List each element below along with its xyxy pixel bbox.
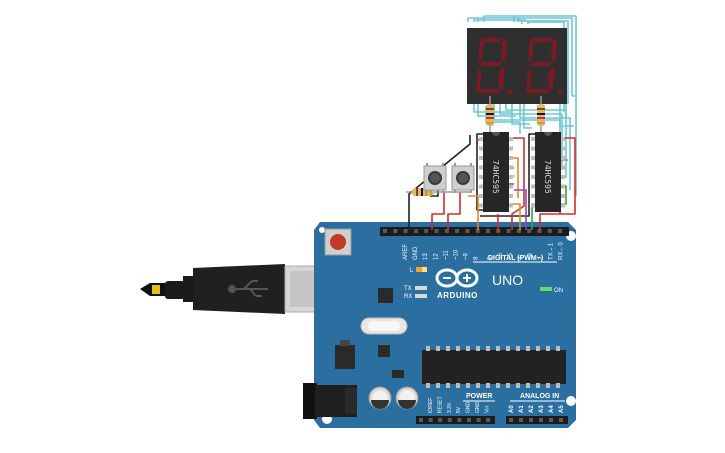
digital-pin-label: ~11	[443, 250, 449, 260]
digital-pin-label: ~3	[528, 252, 534, 260]
decimal-point	[507, 89, 513, 95]
power-pin-label: 5V	[456, 406, 462, 413]
digital-pin-label: ~6	[498, 252, 504, 260]
usb-cable-connector-icon	[152, 285, 160, 294]
capacitor	[395, 386, 419, 410]
segment-a	[481, 38, 503, 42]
power-pin-label: Vin	[484, 406, 490, 413]
seven-segment-display[interactable]	[467, 28, 517, 104]
shift-register-chip[interactable]: 74HC595	[531, 132, 565, 212]
power-header-label: POWER	[466, 393, 492, 400]
segment-c	[548, 66, 555, 92]
digital-pin-label: 12	[433, 253, 439, 260]
purple-wires	[509, 183, 527, 230]
push-button[interactable]	[451, 163, 475, 193]
digital-pin-label: TX→1	[548, 242, 554, 260]
analog-pin-label: A4	[549, 405, 555, 413]
analog-header-label: ANALOG IN	[520, 393, 559, 400]
segment-g	[480, 62, 502, 66]
rx-led-label: RX	[404, 294, 412, 300]
digital-header-label: DIGITAL (PWM~)	[488, 255, 543, 262]
power-header	[416, 416, 495, 424]
resistor[interactable]	[537, 96, 545, 134]
voltage-regulator	[335, 345, 355, 369]
segment-f	[478, 39, 484, 62]
segment-e	[526, 69, 532, 92]
brand-label: ARDUINO	[437, 291, 478, 300]
digital-pin-label: ~5	[508, 252, 514, 260]
atmega-mcu	[422, 350, 566, 384]
segment-d	[527, 89, 550, 93]
digital-pin-label: 7	[488, 256, 494, 260]
mounting-hole	[319, 227, 325, 233]
tx-led	[415, 286, 427, 290]
shift-register-chip[interactable]: 74HC595	[479, 132, 513, 212]
analog-pin-label: A2	[529, 405, 535, 413]
digital-pin-label: 13	[423, 253, 429, 260]
segment-b	[551, 39, 557, 62]
tx-led-label: TX	[404, 286, 412, 292]
mounting-hole	[566, 396, 576, 406]
seven-segment-display[interactable]	[517, 28, 567, 104]
power-pin-label: GND	[475, 402, 481, 414]
analog-pin-label: A5	[559, 405, 565, 413]
power-pin-label: RESET	[437, 396, 443, 413]
usb-controller-chip	[378, 288, 393, 303]
resistor[interactable]	[486, 96, 494, 134]
chip-label: 74HC595	[543, 160, 552, 194]
analog-pin-label: A0	[509, 405, 515, 413]
power-jack[interactable]	[303, 383, 357, 419]
capacitor	[368, 386, 392, 410]
model-label: UNO	[492, 272, 523, 288]
usb-symbol-icon	[228, 280, 268, 297]
black-wires	[408, 133, 535, 231]
segment-e	[476, 69, 482, 92]
power-pin-label: IOREF	[428, 398, 434, 413]
on-led-label: ON	[554, 288, 563, 294]
digital-pin-label: 4	[518, 256, 524, 260]
digital-pin-label: GND	[413, 246, 419, 260]
segment-d	[477, 89, 500, 93]
power-pin-label: 3.3V	[447, 402, 453, 413]
digital-pin-label: ~10	[454, 249, 460, 260]
analog-pin-label: A3	[539, 405, 545, 413]
segment-a	[531, 38, 553, 42]
digital-pin-label: RX←0	[559, 242, 565, 260]
reset-button[interactable]	[324, 228, 352, 256]
digital-pin-label: ~9	[464, 252, 470, 260]
segment-b	[501, 39, 507, 62]
rx-led	[415, 294, 427, 298]
digital-pin-label: AREF	[403, 244, 409, 260]
segment-g	[530, 62, 552, 66]
power-pin-label: GND	[466, 402, 472, 414]
chip-label: 74HC595	[491, 160, 500, 194]
wires[interactable]	[408, 15, 577, 232]
on-led	[540, 287, 552, 291]
arduino-logo-icon	[435, 268, 479, 288]
analog-pin-label: A1	[519, 405, 525, 413]
arduino-board[interactable]: AREF GND 13 12 ~11 ~10 ~9 8 7 ~6 ~5 4 ~3 2 TX→1 RX←0 DI…	[303, 222, 576, 428]
segment-f	[528, 39, 534, 62]
digital-pin-label: 2	[538, 256, 544, 260]
resistor[interactable]	[406, 188, 470, 196]
l-led	[416, 267, 422, 272]
segment-c	[498, 66, 505, 92]
analog-header	[506, 416, 568, 424]
l-led-label: L	[410, 268, 414, 274]
digital-header	[380, 227, 569, 236]
digital-pin-label: 8	[474, 256, 480, 260]
decimal-point	[557, 89, 563, 95]
push-button[interactable]	[423, 163, 447, 193]
